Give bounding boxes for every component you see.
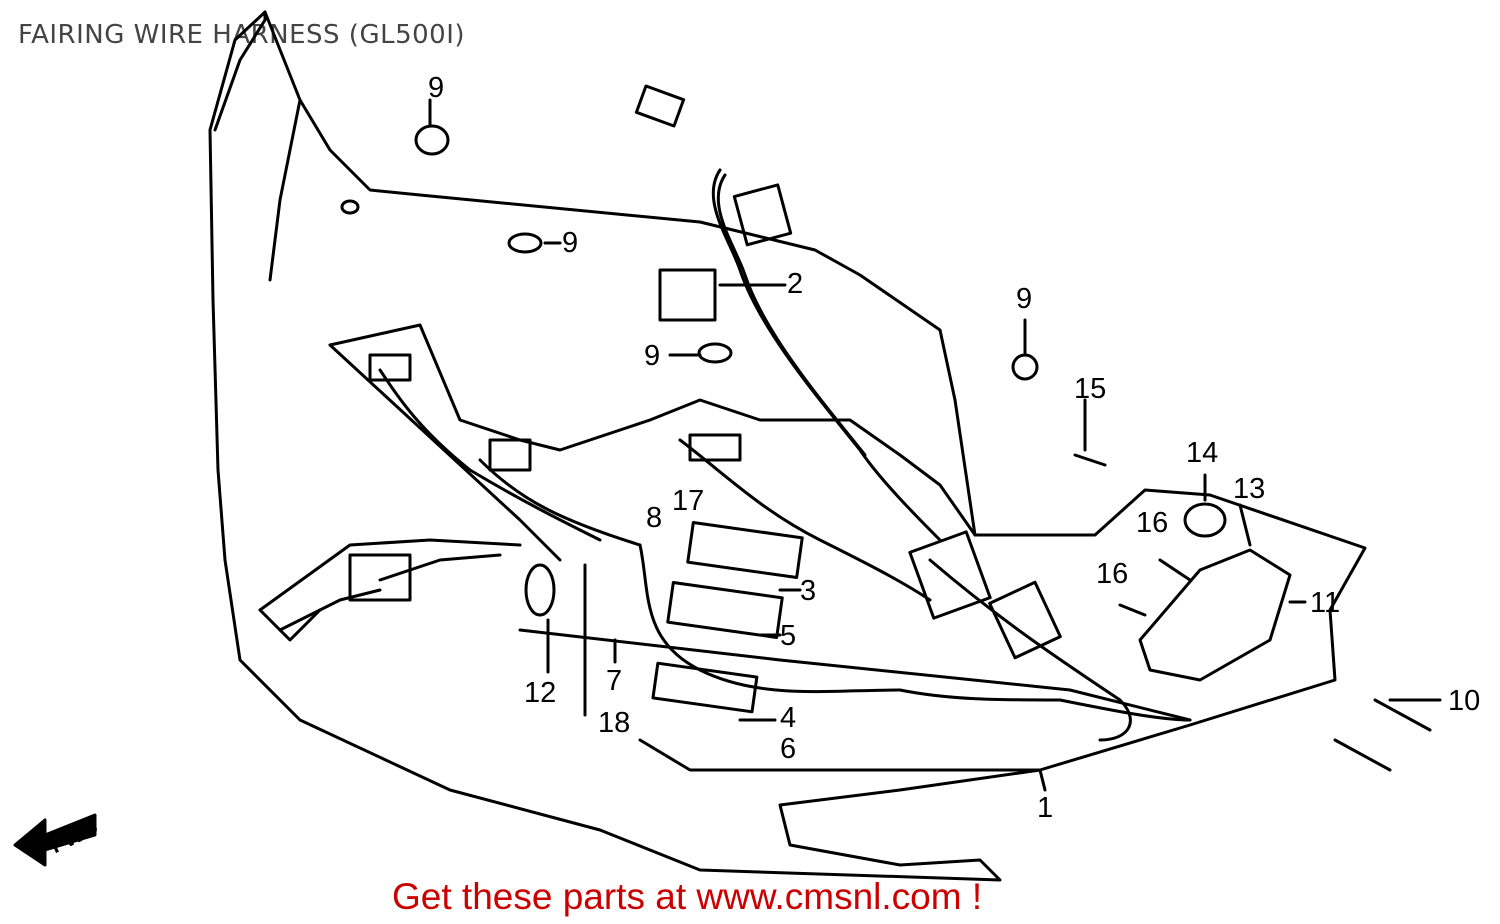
- callout-2: 2: [787, 268, 803, 300]
- relay-block: [658, 268, 717, 322]
- callout-14: 14: [1186, 437, 1218, 469]
- housing-11: [1138, 548, 1292, 682]
- callout-1: 1: [1037, 792, 1053, 824]
- callout-18: 18: [598, 707, 630, 739]
- callout-8: 8: [646, 502, 662, 534]
- callout-9c: 9: [644, 340, 660, 372]
- fairing-shell: [208, 10, 1367, 882]
- callout-9a: 9: [428, 72, 444, 104]
- callout-12: 12: [524, 677, 556, 709]
- callout-16b: 16: [1096, 558, 1128, 590]
- callout-10: 10: [1448, 685, 1480, 717]
- fuse-block-5: [666, 581, 784, 639]
- callout-7: 7: [606, 665, 622, 697]
- connector-top: [634, 84, 686, 128]
- footer-link-text[interactable]: Get these parts at www.cmsnl.com !: [392, 876, 983, 917]
- fwd-arrow: [13, 813, 97, 867]
- callout-17: 17: [672, 485, 704, 517]
- callout-6: 6: [780, 733, 796, 765]
- callout-16a: 16: [1136, 507, 1168, 539]
- fuse-block-4: [651, 661, 759, 714]
- main-harness: [711, 168, 942, 542]
- callout-5: 5: [780, 620, 796, 652]
- callout-9d: 9: [1016, 283, 1032, 315]
- fwd-label: FWD: [46, 814, 102, 858]
- inner-panel: [328, 323, 977, 537]
- callout-4: 4: [780, 702, 796, 734]
- callout-9b: 9: [562, 227, 578, 259]
- fuse-block-3: [686, 521, 804, 579]
- callout-11: 11: [1310, 587, 1340, 619]
- callout-15: 15: [1074, 373, 1106, 405]
- callout-3: 3: [800, 575, 816, 607]
- callout-13: 13: [1233, 473, 1265, 505]
